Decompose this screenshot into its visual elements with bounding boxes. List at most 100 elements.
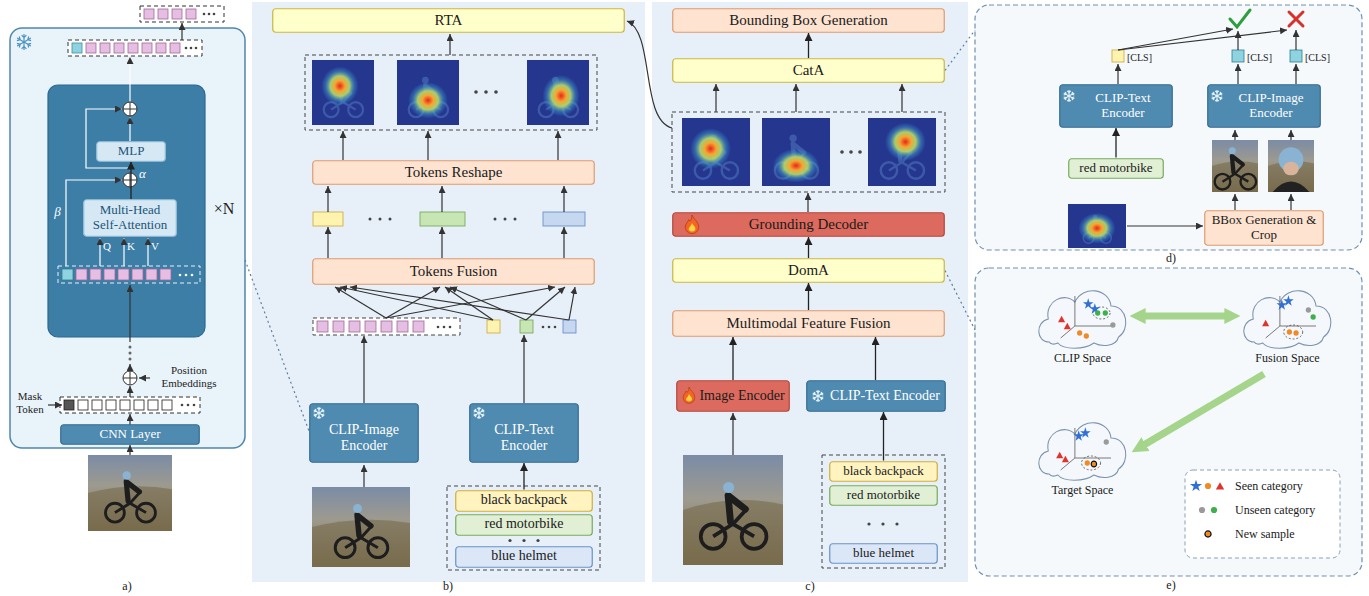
legend-label: Unseen category <box>1235 498 1335 522</box>
token <box>158 9 168 19</box>
transition-arrow <box>1144 313 1226 320</box>
token <box>78 400 88 410</box>
box-outline <box>310 404 419 463</box>
box-outline <box>673 213 945 237</box>
face <box>1283 162 1299 176</box>
flow-arrow <box>350 287 569 320</box>
hillside <box>1212 161 1258 192</box>
node-label: CLIP Space <box>1035 352 1130 366</box>
annotation-label: [CLS] <box>1305 52 1339 64</box>
panel-label: b) <box>433 580 463 594</box>
heatmap-row <box>672 112 945 192</box>
trainable-icon <box>683 387 695 403</box>
node-label: red motorbike <box>485 516 564 532</box>
attention-blob <box>690 128 731 169</box>
token <box>114 43 124 53</box>
flow-arrow <box>123 238 124 266</box>
ellipsis-dot <box>129 358 132 361</box>
encoder-box: CLIP-Text Encoder <box>806 380 946 412</box>
token <box>1290 50 1302 62</box>
dot-marker <box>1287 329 1292 335</box>
photo-background <box>683 455 783 565</box>
token <box>563 320 576 333</box>
dot-marker <box>1306 307 1311 313</box>
phrase-box: black backpack <box>829 461 938 482</box>
node-label: blue helmet <box>491 548 557 564</box>
flow-arrow <box>139 377 150 378</box>
wheel <box>908 162 924 178</box>
snowflake-arm <box>812 391 824 400</box>
snowflake-stroke <box>313 408 325 417</box>
tri-marker <box>1064 323 1071 329</box>
cloud-outline <box>1039 291 1126 349</box>
photo <box>683 455 783 565</box>
ellipsis-dot <box>536 539 539 542</box>
token <box>72 43 82 53</box>
legend: Seen categoryUnseen categoryNew sample <box>1235 474 1335 546</box>
token <box>487 320 500 333</box>
token-row <box>140 6 224 22</box>
token <box>76 269 87 280</box>
token <box>349 321 360 332</box>
box-outline <box>97 141 166 161</box>
star-marker <box>1283 295 1294 306</box>
hillside <box>683 500 783 565</box>
wheel <box>701 524 726 549</box>
legend-label: Seen category <box>1235 474 1335 498</box>
phrase-box: black backpack <box>455 490 593 512</box>
process-box: Tokens Reshape <box>312 160 595 185</box>
node-label: Grounding Decoder <box>749 216 869 233</box>
encoder-box: CLIP-Image Encoder <box>309 403 419 463</box>
hillside <box>312 520 410 567</box>
token <box>397 321 408 332</box>
node-label: black backpack <box>481 492 568 508</box>
snowflake-stroke <box>1211 91 1223 100</box>
node-label: Target Space <box>1035 484 1130 498</box>
flow-arrow <box>563 227 564 258</box>
flow-arrow <box>1237 31 1238 50</box>
token <box>170 43 180 53</box>
fused-token <box>420 212 465 226</box>
connector-arrow <box>523 463 524 490</box>
snowflake-stroke <box>473 408 485 417</box>
node-label: CLIP-Text Encoder <box>830 388 940 404</box>
token <box>64 400 74 410</box>
annotation-label: β <box>51 205 64 220</box>
decoder-box: Grounding Decoder <box>672 212 945 237</box>
ellipsis-dot <box>881 522 884 525</box>
token <box>160 269 171 280</box>
feature-axes <box>1061 296 1111 338</box>
attention-blob <box>321 67 358 106</box>
ellipsis-dot <box>129 346 132 349</box>
token <box>186 9 196 19</box>
rider-body <box>728 496 745 522</box>
token <box>381 321 392 332</box>
phrase-box: red motorbike <box>1068 158 1164 179</box>
flame <box>685 215 698 234</box>
add-operator-cross <box>123 371 137 385</box>
tri-marker <box>1262 320 1269 326</box>
phrase-box: red motorbike <box>829 485 938 506</box>
node-label: CLIP-Text Encoder <box>1077 91 1169 121</box>
flow-arrow <box>363 336 364 403</box>
snowflake-stroke <box>812 391 824 400</box>
rider-head <box>353 504 362 513</box>
fused-token <box>543 212 585 226</box>
rider-head <box>1229 147 1236 154</box>
cloud-group <box>1039 423 1126 481</box>
snowflake-arm <box>1063 91 1075 100</box>
node-label: CLIP-Image Encoder <box>1225 91 1317 121</box>
node-label: Multimodal Feature Fusion <box>726 315 890 332</box>
box-outline <box>1069 158 1164 178</box>
cluster-outline <box>1284 325 1303 339</box>
module-box: DomA <box>672 258 945 283</box>
token-row <box>313 318 460 335</box>
token <box>142 43 152 53</box>
snowflake-arm <box>1211 91 1223 100</box>
connector-arrow <box>130 162 131 200</box>
dot-marker <box>1205 483 1211 489</box>
photo <box>88 455 172 531</box>
phrase-box: blue helmet <box>455 546 593 568</box>
frozen-icon <box>16 34 32 50</box>
attention-blob <box>408 82 448 118</box>
